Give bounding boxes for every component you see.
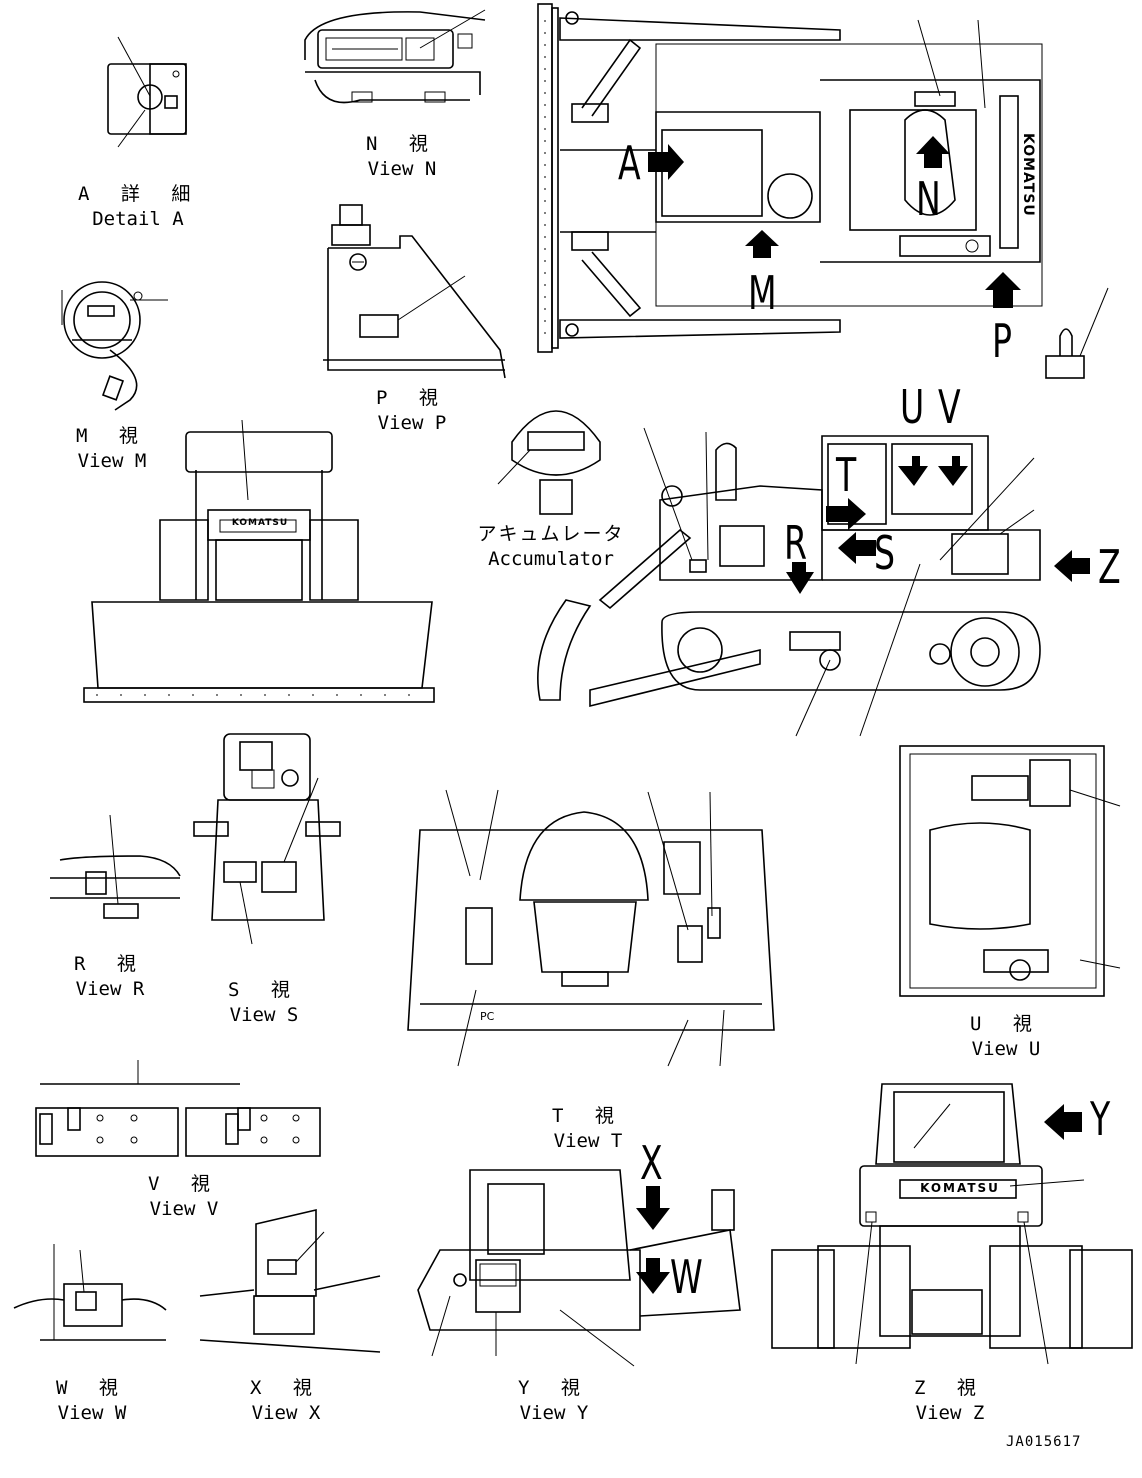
view-r-drawing bbox=[50, 814, 181, 919]
view-n-jp: N 視 bbox=[366, 133, 438, 155]
view-m-drawing bbox=[61, 281, 168, 411]
direction-letter-v: V bbox=[938, 380, 961, 434]
view-t-jp: T 視 bbox=[552, 1105, 624, 1127]
view-s-caption: S 視 View S bbox=[214, 978, 314, 1028]
direction-letter-p: P bbox=[992, 314, 1012, 368]
view-r-en: View R bbox=[75, 978, 145, 1000]
komatsu-logo-rear-view: KOMATSU bbox=[920, 1181, 1000, 1195]
direction-letter-r: R bbox=[784, 516, 808, 570]
accumulator-en: Accumulator bbox=[488, 548, 614, 570]
accumulator-drawing bbox=[497, 410, 601, 515]
view-z-jp: Z 視 bbox=[914, 1377, 986, 1399]
view-x-caption: X 視 View X bbox=[236, 1376, 336, 1426]
direction-letter-w: W bbox=[670, 1250, 703, 1304]
view-u-caption: U 視 View U bbox=[956, 1012, 1056, 1062]
front-view-drawing bbox=[83, 419, 435, 703]
view-z-en: View Z bbox=[915, 1402, 985, 1424]
direction-letter-t: T bbox=[836, 448, 857, 502]
direction-letter-u: U bbox=[900, 380, 925, 434]
view-p-jp: P 視 bbox=[376, 387, 448, 409]
komatsu-logo-front-view: KOMATSU bbox=[231, 518, 289, 528]
pc-mark: PC bbox=[480, 1010, 495, 1023]
direction-letter-s: S bbox=[874, 526, 896, 580]
view-r-caption: R 視 View R bbox=[60, 952, 160, 1002]
view-p-en: View P bbox=[377, 412, 447, 434]
view-u-en: View U bbox=[971, 1038, 1041, 1060]
view-v-caption: V 視 View V bbox=[134, 1172, 234, 1222]
view-y-en: View Y bbox=[519, 1402, 589, 1424]
view-t-caption: T 視 View T bbox=[538, 1104, 638, 1154]
view-p-drawing bbox=[323, 204, 506, 379]
view-m-en: View M bbox=[77, 450, 147, 472]
detail-a-jp: A 詳 細 bbox=[78, 183, 201, 205]
detail-a-drawing bbox=[107, 36, 187, 148]
view-u-jp: U 視 bbox=[970, 1013, 1042, 1035]
direction-letter-y: Y bbox=[1090, 1092, 1111, 1146]
view-y-drawing bbox=[417, 1169, 741, 1367]
view-m-caption: M 視 View M bbox=[62, 424, 162, 474]
view-u-drawing bbox=[899, 745, 1121, 997]
view-v-drawing bbox=[35, 1060, 321, 1157]
view-s-jp: S 視 bbox=[228, 979, 300, 1001]
detail-a-caption: A 詳 細 Detail A bbox=[78, 182, 198, 232]
accumulator-jp: アキュムレータ bbox=[477, 523, 625, 545]
view-s-drawing bbox=[193, 733, 341, 945]
view-r-jp: R 視 bbox=[74, 953, 146, 975]
detail-a-en: Detail A bbox=[92, 208, 184, 230]
view-p-caption: P 視 View P bbox=[362, 386, 462, 436]
view-t-drawing bbox=[407, 789, 775, 1067]
view-z-drawing bbox=[771, 1083, 1133, 1365]
view-z-caption: Z 視 View Z bbox=[900, 1376, 1000, 1426]
view-w-en: View W bbox=[57, 1402, 127, 1424]
view-x-drawing bbox=[199, 1208, 381, 1353]
view-t-en: View T bbox=[553, 1130, 623, 1152]
view-w-drawing bbox=[13, 1244, 167, 1341]
main-top-view-drawing bbox=[537, 3, 1109, 379]
side-view-drawing bbox=[537, 427, 1090, 737]
view-w-jp: W 視 bbox=[56, 1377, 128, 1399]
direction-letter-n: N bbox=[916, 172, 941, 226]
view-n-drawing bbox=[304, 9, 486, 104]
view-v-jp: V 視 bbox=[148, 1173, 220, 1195]
view-x-en: View X bbox=[251, 1402, 321, 1424]
view-m-jp: M 視 bbox=[76, 425, 148, 447]
view-n-caption: N 視 View N bbox=[352, 132, 452, 182]
view-s-en: View S bbox=[229, 1004, 299, 1026]
view-w-caption: W 視 View W bbox=[42, 1376, 142, 1426]
document-id: JA015617 bbox=[1006, 1434, 1082, 1450]
accumulator-caption: アキュムレータ Accumulator bbox=[476, 522, 626, 572]
direction-letter-x: X bbox=[640, 1136, 663, 1190]
direction-letter-a: A bbox=[618, 136, 641, 190]
direction-letter-m: M bbox=[748, 266, 777, 320]
view-n-en: View N bbox=[367, 158, 437, 180]
view-y-jp: Y 視 bbox=[518, 1377, 590, 1399]
komatsu-logo-top-view: KOMATSU bbox=[1020, 133, 1036, 217]
view-y-caption: Y 視 View Y bbox=[504, 1376, 604, 1426]
direction-letter-z: Z bbox=[1098, 540, 1121, 594]
view-x-jp: X 視 bbox=[250, 1377, 322, 1399]
view-v-en: View V bbox=[149, 1198, 219, 1220]
